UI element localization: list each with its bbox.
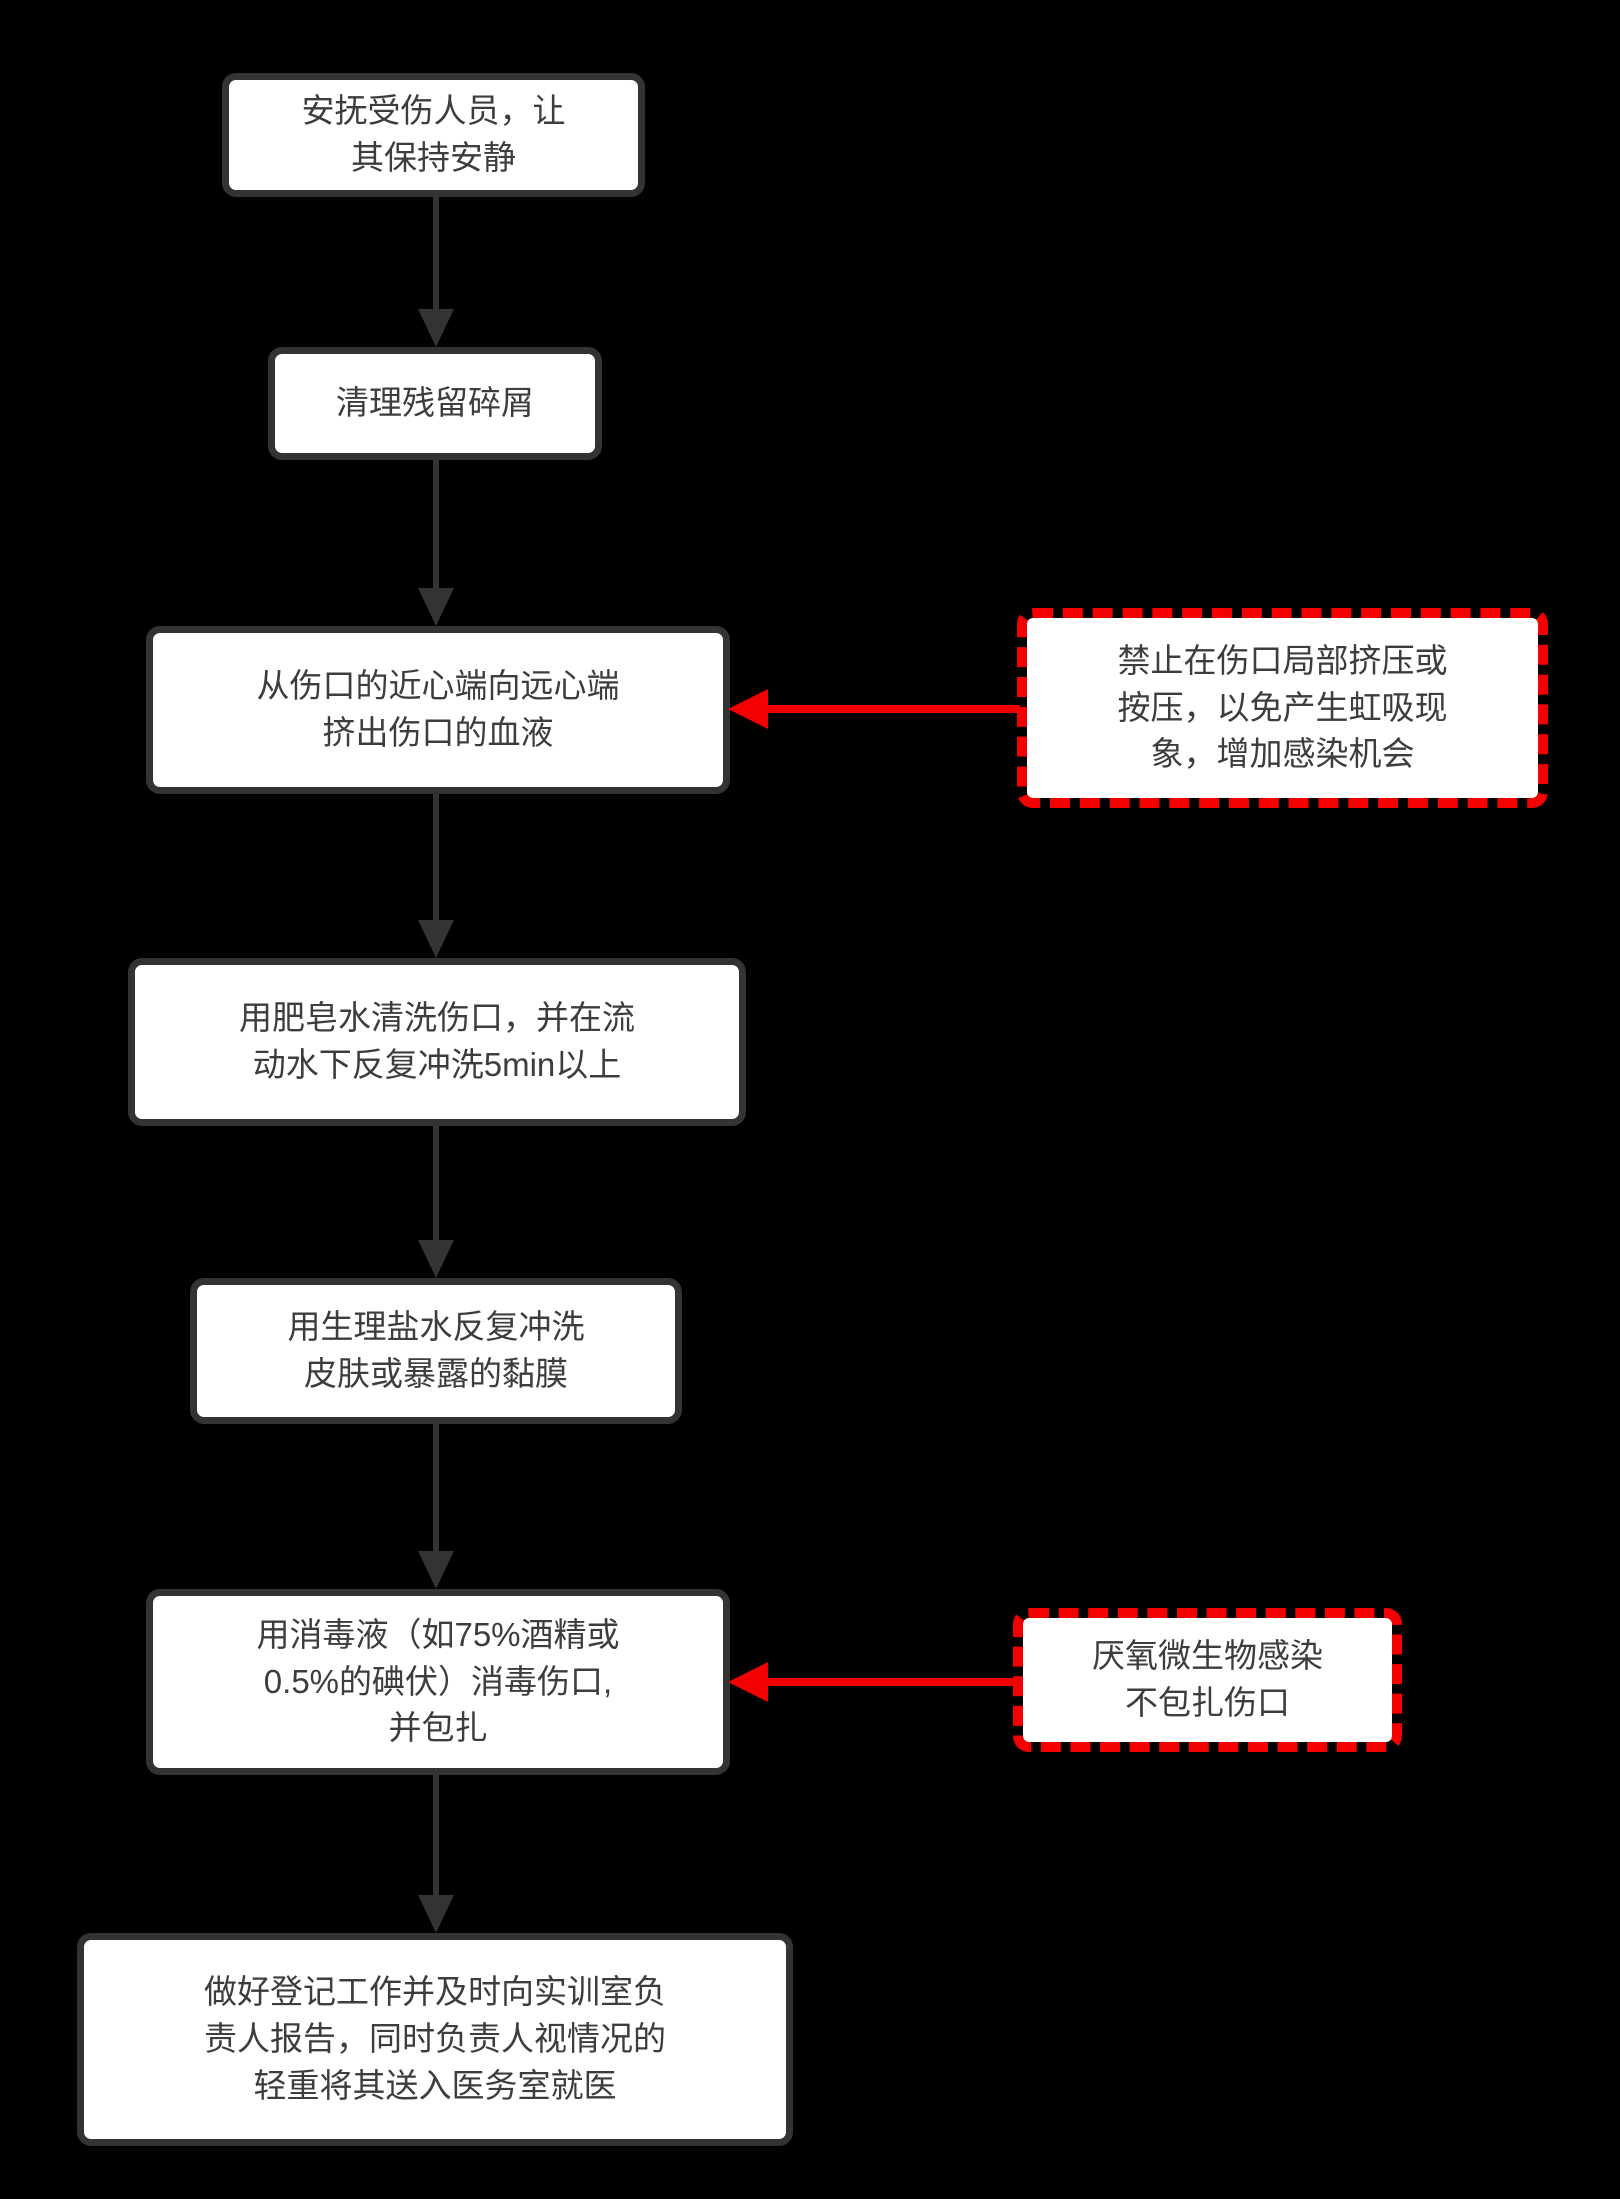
flow-arrow-3 — [416, 794, 456, 958]
arrow-shaft — [433, 197, 439, 311]
arrow-down-icon — [418, 309, 454, 347]
arrow-down-icon — [418, 1240, 454, 1278]
arrow-shaft — [433, 1775, 439, 1897]
warning-arrow-1 — [728, 689, 1020, 729]
arrow-down-icon — [418, 920, 454, 958]
flow-step-saline-rinse: 用生理盐水反复冲洗 皮肤或暴露的黏膜 — [190, 1278, 682, 1424]
flow-step-soap-wash: 用肥皂水清洗伤口，并在流 动水下反复冲洗5min以上 — [128, 958, 746, 1126]
warning-note-anaerobic-infection: 厌氧微生物感染 不包扎伤口 — [1013, 1608, 1402, 1752]
flow-step-disinfect-bandage: 用消毒液（如75%酒精或 0.5%的碘伏）消毒伤口, 并包扎 — [146, 1589, 730, 1775]
flow-arrow-4 — [416, 1126, 456, 1278]
flow-arrow-2 — [416, 460, 456, 626]
arrow-down-icon — [418, 1895, 454, 1933]
arrow-shaft — [433, 794, 439, 922]
arrow-down-icon — [418, 588, 454, 626]
warning-note-no-local-pressing: 禁止在伤口局部挤压或 按压，以免产生虹吸现 象，增加感染机会 — [1017, 608, 1548, 808]
flow-arrow-5 — [416, 1424, 456, 1589]
arrow-down-icon — [418, 1551, 454, 1589]
arrow-shaft — [762, 1678, 1016, 1686]
flow-arrow-1 — [416, 197, 456, 347]
arrow-shaft — [762, 705, 1020, 713]
flow-step-squeeze-blood: 从伤口的近心端向远心端 挤出伤口的血液 — [146, 626, 730, 794]
arrow-left-icon — [728, 689, 768, 729]
arrow-left-icon — [728, 1662, 768, 1702]
arrow-shaft — [433, 1126, 439, 1242]
flow-step-calm-injured: 安抚受伤人员，让 其保持安静 — [222, 73, 645, 197]
arrow-shaft — [433, 1424, 439, 1553]
flow-step-register-report: 做好登记工作并及时向实训室负 责人报告，同时负责人视情况的 轻重将其送入医务室就… — [77, 1933, 793, 2146]
warning-arrow-2 — [728, 1662, 1016, 1702]
flow-arrow-6 — [416, 1775, 456, 1933]
arrow-shaft — [433, 460, 439, 590]
flow-step-clear-debris: 清理残留碎屑 — [268, 347, 602, 460]
